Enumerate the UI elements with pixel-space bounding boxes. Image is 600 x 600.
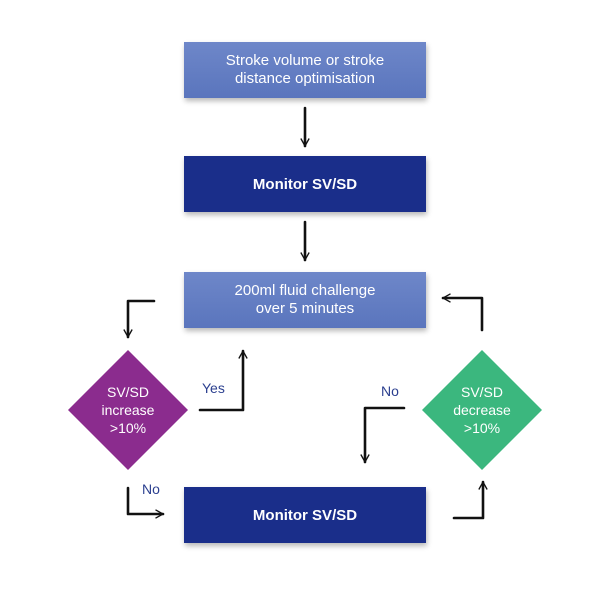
monitor-sv-sd-text-bottom: Monitor SV/SD (252, 506, 358, 524)
optimisation-step-text: Stroke volume or stroke distance optimis… (225, 52, 385, 87)
increase-decision: SV/SD increase >10% (68, 350, 188, 470)
fluid-challenge-text: 200ml fluid challenge over 5 minutes (234, 282, 376, 317)
monitor-sv-sd-step-top: Monitor SV/SD (184, 156, 426, 212)
arrow-increase-yes (198, 349, 248, 412)
increase-decision-text: SV/SD increase >10% (101, 384, 155, 436)
monitor-sv-sd-step-bottom: Monitor SV/SD (184, 487, 426, 543)
decrease-diamond-shape (422, 350, 542, 470)
fluid-challenge-step: 200ml fluid challenge over 5 minutes (184, 272, 426, 328)
arrow-fluid-to-increase (123, 299, 156, 339)
arrow-decrease-no (360, 406, 406, 464)
increase-yes-label: Yes (202, 380, 225, 396)
arrow-monitor-to-decrease (452, 480, 488, 520)
decrease-decision-text: SV/SD decrease >10% (453, 384, 511, 436)
increase-diamond-shape (68, 350, 188, 470)
arrow-increase-no (126, 486, 165, 519)
increase-no-label: No (142, 481, 160, 497)
optimisation-step: Stroke volume or stroke distance optimis… (184, 42, 426, 98)
arrow-decrease-to-fluid (441, 293, 484, 332)
monitor-sv-sd-text-top: Monitor SV/SD (252, 175, 358, 193)
decrease-decision: SV/SD decrease >10% (422, 350, 542, 470)
decrease-no-label: No (381, 383, 399, 399)
